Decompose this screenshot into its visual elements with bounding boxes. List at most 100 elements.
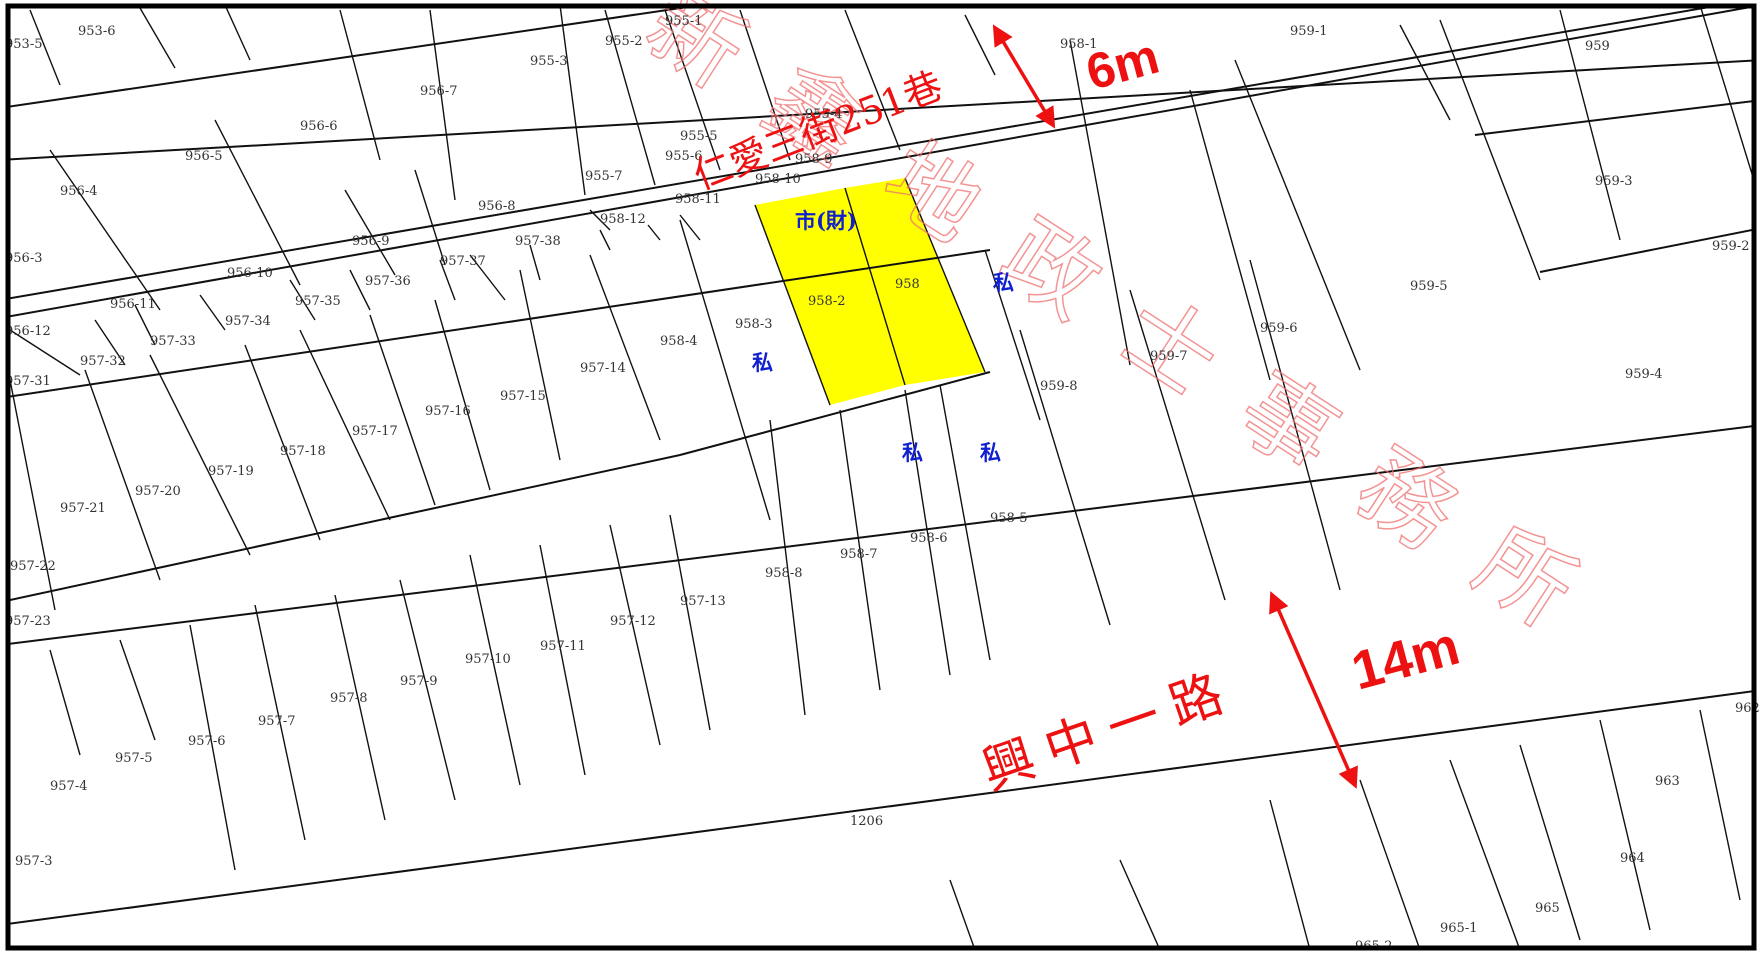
parcel-divider [84,369,161,581]
parcel-number: 965-1 [1440,921,1477,936]
parcel-number: 953-6 [78,24,115,39]
parcel-number: 957-9 [400,674,437,689]
road-name-main: 興中一路 [975,660,1244,803]
parcel-divider [49,649,81,756]
parcel-divider [739,9,791,161]
parcel-number: 959 [1585,39,1610,54]
parcel-number: 958-9 [795,152,832,167]
parcel-divider [1129,289,1226,601]
parcel-number: 957-12 [610,614,656,629]
parcel-divider [149,354,251,556]
parcel-number: 957-15 [500,389,546,404]
parcel-divider [939,384,991,661]
main-width-arrow [1269,591,1358,789]
parcel-number: 957-5 [115,751,152,766]
parcel-divider [119,639,156,741]
parcel-number: 955-1 [665,14,702,29]
owner-label-private-2: 私 [752,350,773,375]
parcel-number: 958-12 [600,212,646,227]
parcel-divider [1599,719,1651,931]
parcel-divider [1399,24,1451,121]
parcel-divider [339,9,381,161]
parcel-number: 957-4 [50,779,87,794]
parcel-divider [134,304,156,346]
parcel-number: 957-14 [580,361,626,376]
parcel-number: 965 [1535,901,1560,916]
parcel-divider [199,294,226,331]
parcel-divider [539,544,586,776]
parcel-number: 956-9 [352,234,389,249]
parcel-divider [369,314,436,506]
parcel-number: 957-35 [295,294,341,309]
main-width-label: 14m [1346,616,1466,702]
parcel-number: 956-7 [420,84,457,99]
parcel-number: 958-3 [735,317,772,332]
parcel-number: 957-16 [425,404,471,419]
parcel-divider [469,254,506,301]
parcel-number: 958-8 [765,566,802,581]
parcel-number: 955-4 [805,107,842,122]
parcel-number: 953-5 [5,37,42,52]
parcel-divider [647,224,661,241]
parcel-divider [1519,744,1581,941]
parcel-number: 958 [895,277,920,292]
parcel-number: 956-4 [60,184,97,199]
parcel-divider [589,209,611,231]
parcel-divider [984,249,1041,421]
parcel-divider [949,879,975,946]
parcel-divider [439,259,456,301]
parcel-number: 957-37 [440,254,486,269]
parcel-divider [964,14,996,76]
parcel-divider [299,329,391,521]
parcel-divider [429,9,456,201]
parcel-number: 958-6 [910,531,947,546]
parcel-divider [139,8,176,69]
parcel-divider [399,579,456,801]
parcel-divider [1699,709,1741,901]
owner-label-private-1: 私 [993,270,1014,295]
parcel-number: 957-33 [150,334,196,349]
parcel-number: 957-36 [365,274,411,289]
owner-label-private-3: 私 [902,440,923,465]
parcel-number: 955-2 [605,34,642,49]
parcel-divider [904,177,986,373]
parcel-number: 955-6 [665,149,702,164]
highlighted-parcel-958-2 [755,188,905,405]
parcel-divider [414,169,446,266]
parcel-number: 959-3 [1595,174,1632,189]
map-frame [5,3,1757,951]
parcel-divider [1700,8,1752,177]
parcel-number: 957-21 [60,501,106,516]
parcel-divider [225,8,251,61]
parcel-divider [1249,259,1341,591]
parcel-divider [29,9,61,86]
parcel-number: 958-1 [1060,37,1097,52]
parcel-number: 957-13 [680,594,726,609]
parcel-number: 957-38 [515,234,561,249]
parcel-divider [604,9,656,186]
parcel-divider [189,624,236,871]
parcel-number: 956-6 [300,119,337,134]
parcel-divider [469,554,521,786]
parcel-number: 956-12 [5,324,51,339]
parcel-divider [1119,859,1159,946]
parcel-divider [254,604,306,841]
owner-label-city: 市(財) [795,208,857,233]
parcel-number: 1206 [850,814,883,829]
parcel-number: 957-34 [225,314,271,329]
parcel-number: 957-32 [80,354,126,369]
parcel-divider [1189,89,1271,381]
parcel-divider [844,187,906,386]
watermark-text: 新 鑫 地 政 士 事 務 所 [628,0,1601,652]
owner-labels: 市(財) 私 私 私 私 [752,208,1014,465]
parcel-number: 959-1 [1290,24,1327,39]
parcel-number: 959-2 [1712,239,1749,254]
parcel-number: 958-10 [755,172,801,187]
parcel-number: 957-10 [465,652,511,667]
parcel-divider [669,514,711,731]
parcel-number: 957-20 [135,484,181,499]
parcel-divider [214,119,301,286]
parcel-divider [1019,329,1111,626]
parcel-number: 959-4 [1625,367,1662,382]
